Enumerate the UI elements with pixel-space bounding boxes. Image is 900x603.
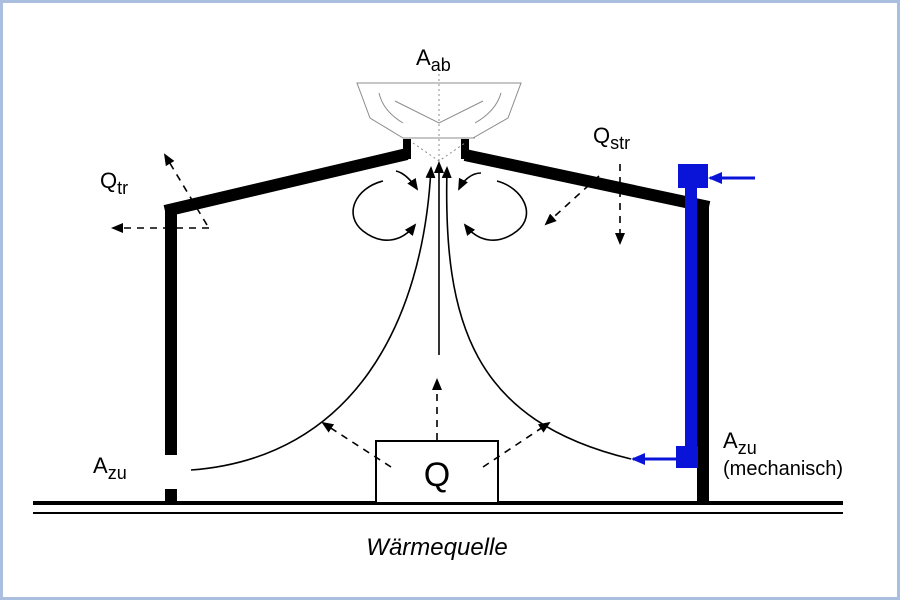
heat-source-box: [375, 440, 499, 504]
eddy-arrows: [352, 170, 528, 241]
plume-flows: [190, 161, 632, 471]
exhaust-hood: [356, 69, 522, 163]
label-q-tr: Qtr: [100, 168, 128, 198]
ventilation-diagram: Aab Qstr Qtr Azu Azu (mechanisch) Q Wärm…: [33, 45, 843, 561]
label-q-str: Qstr: [593, 123, 630, 153]
roof: [163, 139, 711, 217]
heat-source-label: Q: [424, 456, 450, 494]
mechanical-supply-duct: [631, 164, 755, 468]
label-mechanisch: (mechanisch): [723, 458, 843, 480]
label-a-zu-right: Azu: [723, 428, 757, 458]
caption-waermequelle: Wärmequelle: [366, 534, 507, 561]
transmission-loss-arrows: [111, 153, 209, 233]
plume-dashed-arrows: [321, 378, 551, 468]
label-a-zu-left: Azu: [93, 453, 127, 483]
floor: [33, 501, 843, 514]
radiation-loss-arrows: [544, 164, 625, 245]
label-a-ab: Aab: [416, 45, 451, 75]
